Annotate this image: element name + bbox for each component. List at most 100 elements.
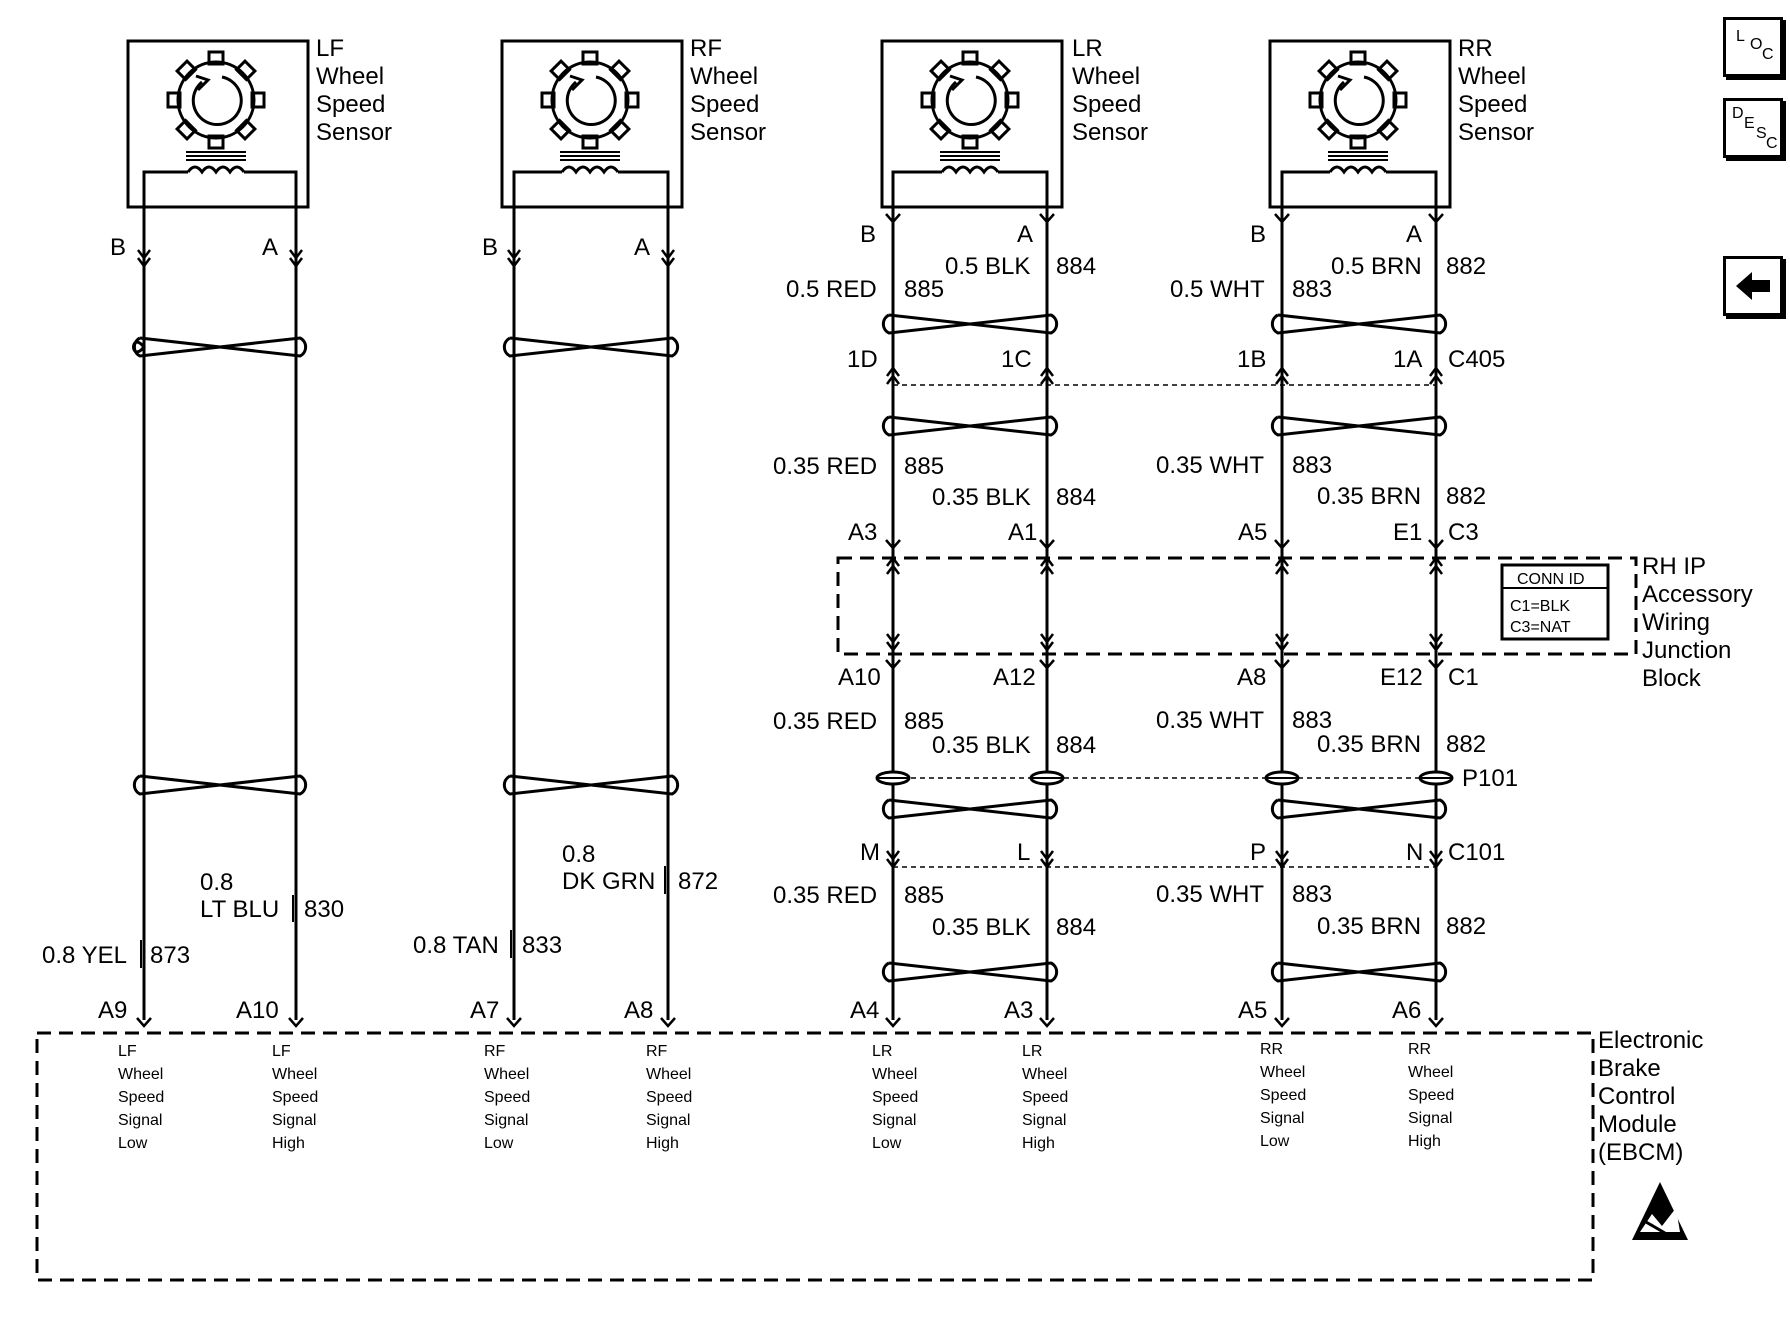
svg-text:RR: RR (1260, 1041, 1283, 1058)
rr-c1-low-pin: A8 (1237, 664, 1266, 691)
rr-seg3-low-color: 0.35 WHT (1156, 707, 1264, 734)
conn-id-c3: C3=NAT (1510, 619, 1571, 636)
description-button[interactable]: D E S C (1723, 98, 1783, 158)
svg-text:High: High (272, 1135, 305, 1152)
lr-pin-a: A (1017, 221, 1033, 248)
svg-text:Wheel: Wheel (272, 1066, 317, 1083)
junction-block-label-1: RH IP (1642, 553, 1706, 580)
lr-sensor-name: LR (1072, 35, 1103, 62)
lf-high-circuit: 830 (304, 896, 344, 923)
lr-sensor-label-1: Wheel (1072, 63, 1140, 90)
svg-text:High: High (1408, 1133, 1441, 1150)
rr-sensor-label-1: Wheel (1458, 63, 1526, 90)
lr-c3-high-pin: A1 (1008, 519, 1037, 546)
svg-text:High: High (1022, 1135, 1055, 1152)
back-button[interactable] (1723, 256, 1783, 316)
rf-ebcm-pin-low: A7 (470, 997, 499, 1024)
junction-block-label-2: Accessory (1642, 581, 1753, 608)
lf-pin-b: B (110, 234, 126, 261)
ebcm-terminal: RF Wheel Speed Signal Low (484, 1043, 530, 1152)
svg-text:Low: Low (872, 1135, 902, 1152)
svg-text:Speed: Speed (484, 1089, 530, 1106)
rr-seg3-high-color: 0.35 BRN (1317, 731, 1421, 758)
rf-low-circuit: 833 (522, 932, 562, 959)
conn-id-box (1500, 563, 1610, 641)
lr-seg4-high-circuit: 884 (1056, 914, 1096, 941)
svg-text:Low: Low (484, 1135, 514, 1152)
svg-text:LF: LF (272, 1043, 291, 1060)
lr-sensor-label-3: Sensor (1072, 119, 1148, 146)
lr-ebcm-pin-high: A3 (1004, 997, 1033, 1024)
lf-sensor-name: LF (316, 35, 344, 62)
desc-letter-s: S (1756, 125, 1767, 142)
svg-text:RF: RF (484, 1043, 506, 1060)
rr-circuit: B A 0.5 WHT 883 0.5 BRN 882 1B 1A 0.35 W… (1156, 210, 1486, 1028)
rf-ebcm-pin-high: A8 (624, 997, 653, 1024)
lr-c1-low-pin: A10 (838, 664, 881, 691)
rf-high-wire-color: DK GRN (562, 868, 655, 895)
rr-seg3-high-circuit: 882 (1446, 731, 1486, 758)
svg-text:Wheel: Wheel (1408, 1064, 1453, 1081)
rr-ebcm-pin-high: A6 (1392, 997, 1421, 1024)
rr-seg3-low-circuit: 883 (1292, 707, 1332, 734)
lr-seg2-high-circuit: 884 (1056, 484, 1096, 511)
ebcm-label-1: Electronic (1598, 1027, 1703, 1054)
rr-sensor-label-3: Sensor (1458, 119, 1534, 146)
rr-pin-a: A (1406, 221, 1422, 248)
rf-pin-a: A (634, 234, 650, 261)
svg-text:Signal: Signal (646, 1112, 690, 1129)
rr-seg1-low-circuit: 883 (1292, 276, 1332, 303)
svg-text:Wheel: Wheel (1260, 1064, 1305, 1081)
rr-sensor: RR Wheel Speed Sensor (1268, 35, 1534, 210)
lf-ebcm-pin-low: A9 (98, 997, 127, 1024)
ebcm-terminal: LF Wheel Speed Signal High (272, 1043, 318, 1152)
left-arrow-icon (1736, 272, 1770, 300)
rr-seg4-low-circuit: 883 (1292, 881, 1332, 908)
rr-c101-high-pin: N (1406, 839, 1423, 866)
lr-seg1-high-color: 0.5 BLK (945, 253, 1030, 280)
rr-seg1-high-circuit: 882 (1446, 253, 1486, 280)
ebcm-terminal: RF Wheel Speed Signal High (646, 1043, 692, 1152)
lr-seg4-low-circuit: 885 (904, 882, 944, 909)
svg-text:LR: LR (872, 1043, 892, 1060)
conn-id-title: CONN ID (1517, 571, 1585, 588)
rf-twist-2 (502, 774, 680, 796)
svg-text:RR: RR (1408, 1041, 1431, 1058)
svg-text:Wheel: Wheel (1022, 1066, 1067, 1083)
lf-sensor-label-2: Speed (316, 91, 385, 118)
ebcm-label-4: Module (1598, 1111, 1677, 1138)
lr-seg3-high-color: 0.35 BLK (932, 732, 1031, 759)
rf-sensor-icon (540, 50, 640, 174)
svg-text:Speed: Speed (118, 1089, 164, 1106)
svg-text:High: High (646, 1135, 679, 1152)
rf-twist-1 (502, 336, 680, 358)
junction-block-label-5: Block (1642, 665, 1702, 692)
lr-circuit: B A 0.5 RED 885 0.5 BLK 884 1D 1C 0.35 R… (773, 210, 1096, 1028)
lr-sensor-icon (920, 50, 1020, 174)
lr-seg4-low-color: 0.35 RED (773, 882, 877, 909)
location-button[interactable]: L O C (1723, 17, 1783, 77)
svg-text:Signal: Signal (484, 1112, 528, 1129)
rr-seg4-low-color: 0.35 WHT (1156, 881, 1264, 908)
svg-text:Signal: Signal (272, 1112, 316, 1129)
lr-seg3-low-circuit: 885 (904, 708, 944, 735)
lf-sensor: LF Wheel Speed Sensor (126, 35, 392, 250)
c101-label: C101 (1448, 839, 1505, 866)
svg-text:LR: LR (1022, 1043, 1042, 1060)
svg-text:Signal: Signal (118, 1112, 162, 1129)
lf-low-wire-color: 0.8 YEL (42, 942, 127, 969)
lr-c405-low-pin: 1D (847, 346, 878, 373)
ebcm-terminal: RR Wheel Speed Signal Low (1260, 1041, 1306, 1150)
rf-sensor-label-3: Sensor (690, 119, 766, 146)
rf-low-wire-color: 0.8 TAN (413, 932, 499, 959)
ebcm-label-5: (EBCM) (1598, 1139, 1683, 1166)
desc-letter-d: D (1732, 105, 1744, 122)
svg-text:Speed: Speed (1408, 1087, 1454, 1104)
rf-sensor-label-2: Speed (690, 91, 759, 118)
rr-c3-low-pin: A5 (1238, 519, 1267, 546)
ebcm-terminals: LF Wheel Speed Signal Low LF Wheel Speed… (118, 1041, 1454, 1152)
lr-seg3-low-color: 0.35 RED (773, 708, 877, 735)
rr-sensor-name: RR (1458, 35, 1493, 62)
svg-text:Wheel: Wheel (646, 1066, 691, 1083)
